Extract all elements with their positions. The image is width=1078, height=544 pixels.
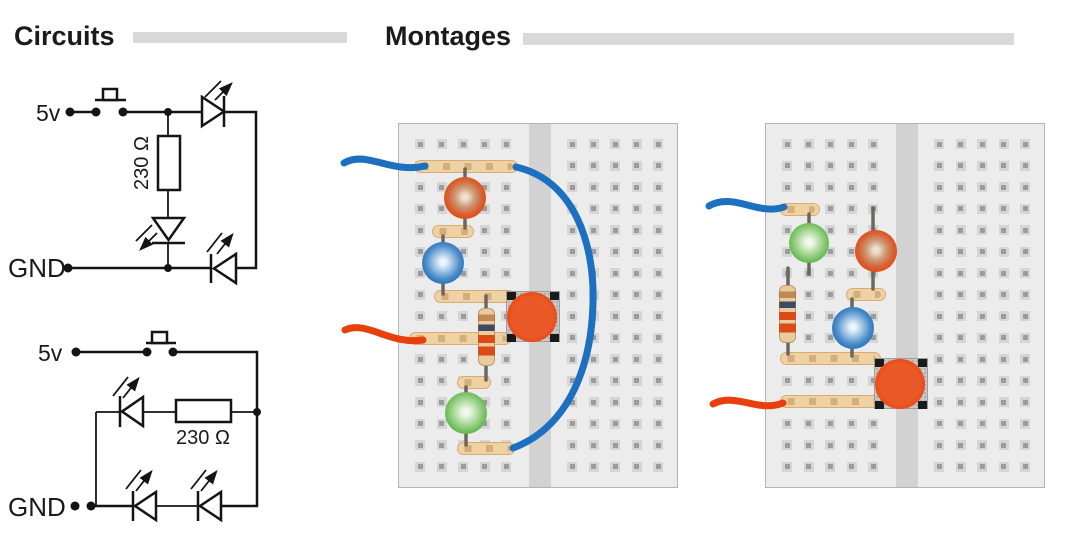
blue-led (422, 242, 464, 284)
blue-wire-arc (509, 163, 597, 452)
button-pin (918, 359, 927, 367)
terminal-strip (434, 290, 515, 303)
resistor-value-label: 230 Ω (176, 427, 230, 449)
wires-and-leads-layer (340, 155, 597, 452)
schematics-drawing: 5v GND 230 Ω (8, 0, 261, 523)
breadboard-left (340, 123, 678, 488)
power-label: 5v (36, 100, 61, 126)
power-label: 5v (38, 340, 63, 366)
schematic-top: 5v GND 230 Ω (8, 81, 258, 286)
schematic-bottom: 5v GND 230 Ω (8, 330, 261, 523)
red-wire-in (341, 324, 427, 345)
resistor-230ohm (478, 308, 495, 366)
push-button-cap (507, 292, 557, 342)
jumper-strip (846, 288, 886, 301)
led-symbol-left (190, 470, 221, 523)
resistor-symbol: 230 Ω (131, 112, 182, 218)
breadboard-right (705, 123, 1045, 488)
green-led (789, 223, 829, 263)
led-symbol-left (112, 377, 143, 429)
button-pin (875, 359, 884, 367)
montages-heading: Montages (385, 21, 512, 51)
blue-led (832, 307, 874, 349)
push-button-cap (875, 359, 925, 409)
blue-wire-in (705, 198, 788, 213)
terminal-strip (457, 442, 515, 455)
ground-label: GND (8, 492, 66, 522)
circuits-heading-rule (133, 32, 347, 43)
resistor-230ohm (779, 285, 796, 343)
resistor-symbol: 230 Ω (174, 398, 233, 449)
led-symbol-down (136, 216, 187, 268)
ground-label: GND (8, 253, 66, 283)
green-led (445, 392, 487, 434)
red-led (444, 177, 486, 219)
component-leads (441, 167, 488, 447)
montages-heading-rule (523, 33, 1014, 45)
blue-wire-in (340, 155, 429, 172)
component-leads (786, 206, 875, 358)
terminal-dot (70, 501, 80, 511)
push-button-symbol (146, 330, 176, 345)
button-pin (918, 401, 927, 409)
led-symbol-right (200, 81, 231, 129)
push-button-symbol (95, 87, 126, 102)
led-symbol-left (125, 470, 156, 523)
resistor-value-label: 230 Ω (131, 136, 153, 190)
button-pin (507, 334, 516, 342)
led-symbol-left (206, 233, 236, 286)
circuits-heading: Circuits (14, 21, 115, 51)
wires-and-leads-layer (705, 198, 875, 410)
button-pin (550, 292, 559, 300)
button-pin (550, 334, 559, 342)
red-led (855, 230, 897, 272)
button-pin (507, 292, 516, 300)
red-wire-in (709, 396, 787, 410)
button-pin (875, 401, 884, 409)
